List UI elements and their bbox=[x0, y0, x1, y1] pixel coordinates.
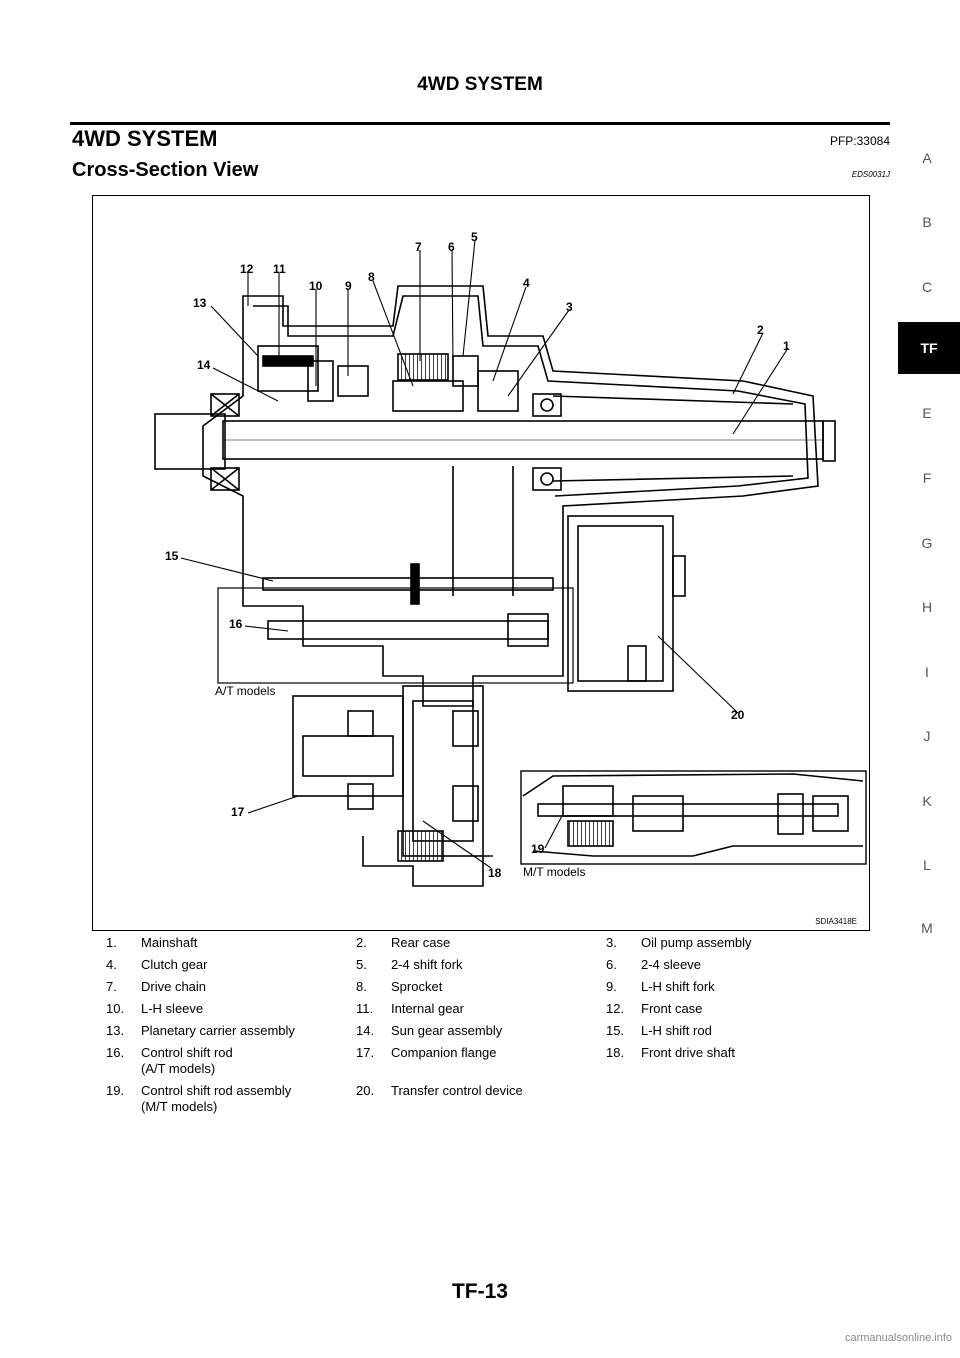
transfer-case-cross-section-drawing bbox=[154, 239, 867, 887]
legend-number: 1. bbox=[106, 935, 117, 950]
site-watermark: carmanualsonline.info bbox=[844, 1332, 952, 1344]
document-code: EDS0031J bbox=[851, 170, 890, 179]
legend-number: 14. bbox=[356, 1023, 375, 1038]
legend-label: Front case bbox=[641, 1001, 703, 1016]
legend-number: 15. bbox=[606, 1023, 625, 1038]
callout-19: 19 bbox=[531, 842, 545, 856]
callout-13: 13 bbox=[193, 296, 207, 310]
legend-number: 10. bbox=[106, 1001, 125, 1016]
legend-label: Sprocket bbox=[391, 979, 443, 994]
index-tab-j[interactable]: J bbox=[923, 728, 931, 744]
callout-8: 8 bbox=[368, 270, 375, 284]
legend-label: Rear case bbox=[391, 935, 451, 950]
index-tab-m[interactable]: M bbox=[921, 920, 933, 936]
callout-11: 11 bbox=[273, 262, 286, 276]
index-tab-e[interactable]: E bbox=[922, 405, 932, 421]
callout-15: 15 bbox=[165, 549, 179, 563]
legend-label: Drive chain bbox=[141, 979, 207, 994]
callout-4: 4 bbox=[523, 276, 530, 290]
legend-label: Control shift rod (A/T models) bbox=[141, 1045, 233, 1076]
legend-label: Front drive shaft bbox=[641, 1045, 735, 1060]
callout-5: 5 bbox=[471, 230, 478, 244]
legend-label bbox=[641, 1083, 842, 1115]
section-title: 4WD SYSTEM bbox=[72, 126, 218, 151]
callout-17: 17 bbox=[231, 805, 245, 819]
index-tab-k[interactable]: K bbox=[922, 793, 932, 809]
legend-label: Companion flange bbox=[391, 1045, 497, 1060]
legend-number: 19. bbox=[106, 1083, 125, 1098]
legend-number: 5. bbox=[356, 957, 367, 972]
legend-number: 9. bbox=[606, 979, 617, 994]
legend-row: 7. Drive chain 8. Sprocket 9. L-H shift for… bbox=[92, 979, 870, 995]
subsection-title: Cross-Section View bbox=[72, 159, 259, 181]
callout-20: 20 bbox=[731, 708, 745, 722]
index-tab-tf-active[interactable]: TF bbox=[898, 322, 960, 374]
legend-row: 13. Planetary carrier assembly 14. Sun gea… bbox=[92, 1023, 870, 1039]
index-tab-i[interactable]: I bbox=[925, 664, 929, 680]
index-tab-f[interactable]: F bbox=[922, 470, 932, 486]
legend-number: 4. bbox=[106, 957, 117, 972]
legend-label: Planetary carrier assembly bbox=[141, 1023, 295, 1038]
callout-2: 2 bbox=[757, 323, 764, 337]
legend-number: 6. bbox=[606, 957, 617, 972]
callout-3: 3 bbox=[566, 300, 573, 314]
legend-row: 4. Clutch gear 5. 2-4 shift fork 6. 2-4 sle… bbox=[92, 957, 870, 973]
legend-number: 11. bbox=[356, 1001, 374, 1016]
header-rule bbox=[70, 122, 890, 125]
legend-label: Oil pump assembly bbox=[641, 935, 752, 950]
cross-section-figure: 1 2 3 4 5 6 7 8 9 10 11 12 13 14 15 16 1… bbox=[92, 195, 870, 931]
legend-label: Mainshaft bbox=[141, 935, 198, 950]
legend-label: 2-4 sleeve bbox=[641, 957, 701, 972]
legend-row: 1. Mainshaft 2. Rear case 3. Oil pump assem… bbox=[92, 935, 870, 951]
callout-1: 1 bbox=[783, 339, 790, 353]
callout-6: 6 bbox=[448, 240, 455, 254]
callout-18: 18 bbox=[488, 866, 502, 880]
callout-7: 7 bbox=[415, 240, 422, 254]
callout-14: 14 bbox=[197, 358, 211, 372]
part-family-code: PFP:33084 bbox=[829, 134, 890, 148]
legend-label: Transfer control device bbox=[391, 1083, 523, 1098]
legend-number: 7. bbox=[106, 979, 117, 994]
callout-12: 12 bbox=[240, 262, 254, 276]
figure-id: SDIA3418E bbox=[815, 917, 857, 926]
legend-row: 19. Control shift rod assembly (M/T model… bbox=[92, 1083, 870, 1115]
legend-number: 2. bbox=[356, 935, 367, 950]
at-models-label: A/T models bbox=[215, 684, 276, 698]
callout-16: 16 bbox=[229, 617, 243, 631]
index-tab-a[interactable]: A bbox=[922, 150, 932, 166]
callout-9: 9 bbox=[345, 279, 352, 293]
callout-10: 10 bbox=[309, 279, 323, 293]
index-tab-b[interactable]: B bbox=[922, 214, 932, 230]
legend-label: L-H sleeve bbox=[141, 1001, 204, 1016]
legend-row: 10. L-H sleeve 11. Internal gear 12. Front … bbox=[92, 1001, 870, 1017]
running-header-title: 4WD SYSTEM bbox=[417, 74, 543, 95]
legend-label: L-H shift fork bbox=[641, 979, 715, 994]
legend-number bbox=[592, 1083, 641, 1115]
section-index-tabs: A B C TF E F G H I J K L M bbox=[894, 0, 960, 1358]
legend-label: 2-4 shift fork bbox=[391, 957, 463, 972]
legend-number: 16. bbox=[106, 1045, 125, 1060]
index-tab-h[interactable]: H bbox=[921, 599, 933, 615]
legend-label: Clutch gear bbox=[141, 957, 208, 972]
legend-number: 13. bbox=[106, 1023, 125, 1038]
legend-label: Internal gear bbox=[391, 1001, 464, 1016]
index-tab-g[interactable]: G bbox=[921, 535, 933, 551]
page-number: TF-13 bbox=[451, 1280, 508, 1303]
legend-label: Control shift rod assembly (M/T models) bbox=[141, 1083, 292, 1114]
legend-number: 3. bbox=[606, 935, 617, 950]
legend-label: L-H shift rod bbox=[641, 1023, 712, 1038]
legend-number: 18. bbox=[606, 1045, 625, 1060]
legend-number: 20. bbox=[356, 1083, 375, 1098]
mt-models-label: M/T models bbox=[523, 865, 586, 879]
legend-number: 17. bbox=[356, 1045, 375, 1060]
parts-legend: 1. Mainshaft 2. Rear case 3. Oil pump assem… bbox=[92, 935, 870, 1121]
index-tab-l[interactable]: L bbox=[923, 857, 931, 873]
index-tab-c[interactable]: C bbox=[921, 279, 933, 295]
legend-number: 12. bbox=[606, 1001, 625, 1016]
legend-label: Sun gear assembly bbox=[391, 1023, 503, 1038]
legend-number: 8. bbox=[356, 979, 367, 994]
legend-row: 16. Control shift rod (A/T models) 17. Com… bbox=[92, 1045, 870, 1077]
